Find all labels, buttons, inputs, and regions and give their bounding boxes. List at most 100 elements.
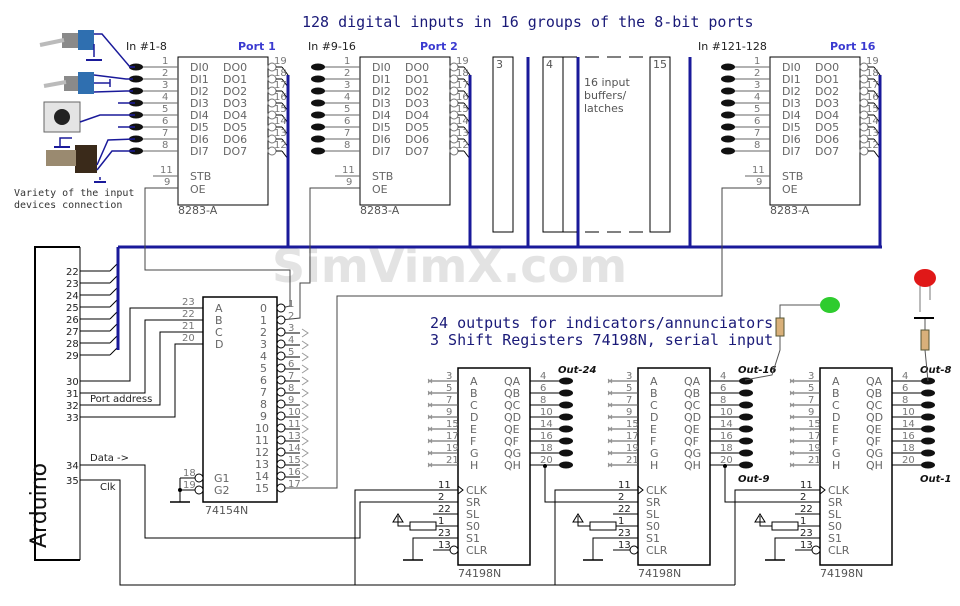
- wire: [924, 349, 929, 382]
- no-connect-icon: [427, 438, 433, 444]
- pin-number: 26: [66, 315, 79, 326]
- connector-pad: [559, 449, 573, 457]
- pin-number: 19: [446, 443, 459, 454]
- port-arrow-icon: [301, 448, 309, 458]
- buffer-number: 4: [546, 58, 553, 71]
- inverter-bubble: [276, 483, 286, 493]
- pin-name: 12: [255, 446, 269, 459]
- vcc-icon: [754, 513, 766, 523]
- pin-number: 20: [540, 455, 553, 466]
- pin-name: DO2: [405, 85, 429, 98]
- buffer-number: 15: [653, 58, 667, 71]
- pin-name: QD: [684, 411, 701, 424]
- pin-name: QE: [504, 423, 520, 436]
- connector-pad: [311, 87, 325, 95]
- pin-number: 15: [446, 419, 459, 430]
- pin-number: 13: [456, 128, 469, 139]
- encoder-shaft: [46, 150, 76, 166]
- no-connect-icon: [789, 462, 795, 468]
- pin-name: DO4: [815, 109, 839, 122]
- pin-number: 17: [456, 80, 469, 91]
- pin-name: DI1: [372, 73, 391, 86]
- pin-number: 13: [866, 128, 879, 139]
- pin-number: 23: [800, 528, 813, 539]
- buffers-caption: buffers/: [584, 89, 627, 102]
- pin-number: 21: [808, 455, 821, 466]
- pin-name: QD: [504, 411, 521, 424]
- pin-number: 5: [626, 383, 632, 394]
- pin-name: SL: [828, 508, 842, 521]
- pin-number: 12: [274, 140, 287, 151]
- data-wire: [80, 464, 458, 539]
- pin-name: QC: [866, 399, 883, 412]
- pin-name: D: [215, 338, 223, 351]
- output-label-top: Out-8: [920, 365, 952, 376]
- pin-name: S1: [466, 532, 480, 545]
- connector-pad: [311, 111, 325, 119]
- pin-name: DO2: [815, 85, 839, 98]
- pin-name: H: [650, 459, 658, 472]
- port-arrow-icon: [301, 376, 309, 386]
- pin-number: 4: [162, 92, 168, 103]
- pin-name: DO7: [405, 145, 429, 158]
- pin-number: 4: [344, 92, 350, 103]
- wire: [96, 138, 136, 166]
- chip-name: 8283-A: [360, 204, 400, 217]
- pin-name: QG: [866, 447, 883, 460]
- pin-name: DO6: [815, 133, 839, 146]
- pin-number: 33: [66, 413, 79, 424]
- no-connect-icon: [789, 426, 795, 432]
- connector-pad: [921, 449, 935, 457]
- pin-number: 19: [808, 443, 821, 454]
- connector-pad: [311, 75, 325, 83]
- port-label: Port 16: [830, 40, 876, 53]
- pin-number: 2: [800, 492, 806, 503]
- pin-number: 9: [756, 177, 762, 188]
- pin-number: 8: [162, 140, 168, 151]
- connector-pad: [559, 389, 573, 397]
- connector-pad: [129, 75, 143, 83]
- pin-number: 8: [288, 383, 294, 394]
- connector-pad: [739, 425, 753, 433]
- pin-name: F: [470, 435, 476, 448]
- connector-pad: [739, 389, 753, 397]
- no-connect-icon: [607, 402, 613, 408]
- pin-number: 19: [456, 56, 469, 67]
- pin-name: DI1: [782, 73, 801, 86]
- pin-number: 17: [288, 479, 301, 490]
- pin-number: 32: [66, 401, 79, 412]
- inverter-bubble: [276, 447, 286, 457]
- toggle-switch-icon: [64, 76, 80, 91]
- pin-number: 3: [344, 80, 350, 91]
- pin-name: DO1: [223, 73, 247, 86]
- pin-number: 6: [344, 116, 350, 127]
- pin-number: 9: [288, 395, 294, 406]
- chip-body: [769, 56, 861, 206]
- pin-name: DO4: [223, 109, 247, 122]
- pin-number: 30: [66, 377, 79, 388]
- pin-name: DI3: [782, 97, 801, 110]
- clock-branch: [554, 489, 613, 585]
- pin-name: OE: [190, 183, 206, 196]
- chip-body: [637, 367, 711, 566]
- pin-name: DI0: [782, 61, 801, 74]
- pin-name: 3: [260, 338, 267, 351]
- connector-pad: [721, 99, 735, 107]
- chip-name: 8283-A: [770, 204, 810, 217]
- pin-name: D: [832, 411, 840, 424]
- output-label-bottom: Out-1: [920, 474, 952, 485]
- inverter-bubble: [276, 351, 286, 361]
- pin-number: 11: [288, 419, 301, 430]
- pin-name: S0: [466, 520, 480, 533]
- pin-name: 8: [260, 398, 267, 411]
- chip-name: 74198N: [820, 567, 863, 580]
- inputs-label: In #121-128: [698, 40, 767, 53]
- output-label-top: Out-24: [558, 365, 597, 376]
- pin-number: 20: [182, 333, 195, 344]
- pin-name: DI3: [372, 97, 391, 110]
- address-wire: [80, 319, 203, 394]
- clock-input-icon: [457, 485, 464, 495]
- pin-number: 6: [540, 383, 546, 394]
- wire: [59, 137, 72, 146]
